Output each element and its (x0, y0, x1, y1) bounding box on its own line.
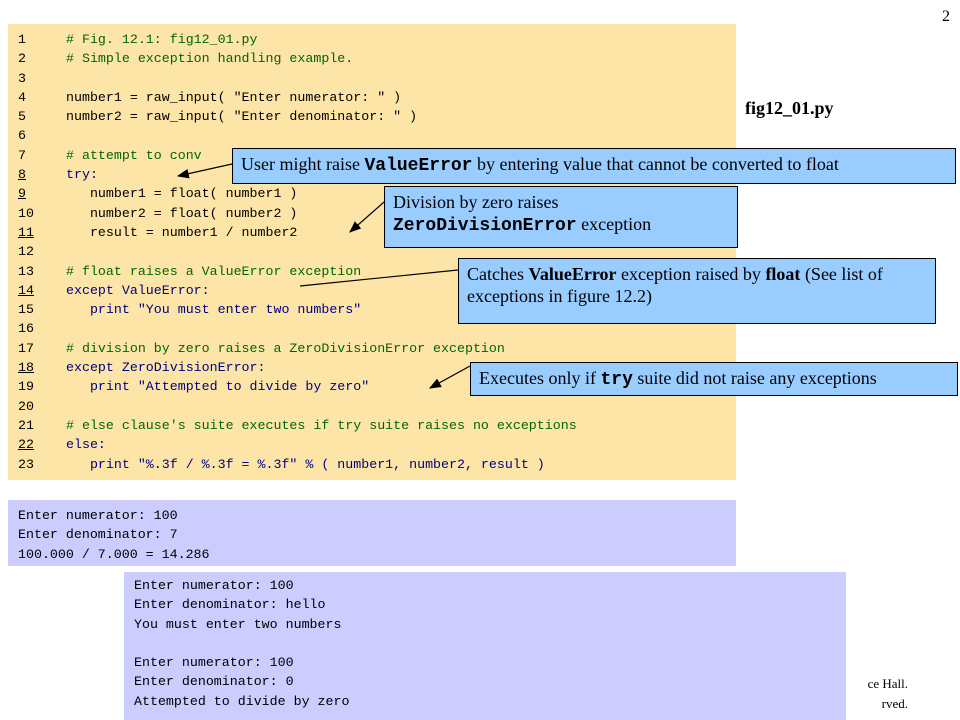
line-number: 2 (18, 51, 26, 67)
output-line: Enter denominator: 0 (134, 674, 294, 690)
code-text: print "Attempted to divide by zero" (66, 379, 370, 395)
code-text: number1 = float( number1 ) (66, 186, 298, 202)
code-listing: 1 # Fig. 12.1: fig12_01.py 2 # Simple excep… (8, 24, 736, 480)
line-number: 14 (18, 282, 34, 298)
code-line: 3 (18, 69, 577, 88)
line-number: 17 (18, 340, 34, 356)
callout-else: Executes only if try suite did not raise… (470, 362, 958, 396)
code-line: 14 except ValueError: (18, 281, 577, 300)
line-number: 16 (18, 321, 34, 337)
copyright-line-2: rved. (881, 696, 908, 711)
code-text: except ValueError: (66, 282, 210, 298)
code-line: 6 (18, 126, 577, 145)
code-text: # attempt to conv (66, 147, 202, 163)
output-line: 100.000 / 7.000 = 14.286 (18, 546, 210, 562)
code-text: number2 = raw_input( "Enter denominator:… (66, 109, 418, 125)
code-text: # float raises a ValueError exception (66, 263, 362, 279)
line-number: 3 (18, 70, 26, 86)
line-number: 11 (18, 224, 34, 240)
code-text: print "%.3f / %.3f = %.3f" % ( number1, … (66, 456, 545, 472)
line-number: 20 (18, 398, 34, 414)
filename-label: fig12_01.py (745, 98, 834, 118)
line-number: 18 (18, 360, 34, 376)
line-number: 6 (18, 128, 26, 144)
code-line: 20 (18, 397, 577, 416)
code-text: # division by zero raises a ZeroDivision… (66, 340, 505, 356)
line-number: 13 (18, 263, 34, 279)
output-line: Enter numerator: 100 (18, 508, 178, 523)
callout-valueerror: User might raise ValueError by entering … (232, 148, 956, 184)
code-line: 10 number2 = float( number2 ) (18, 204, 577, 223)
line-number: 9 (18, 186, 26, 202)
code-text: print "You must enter two numbers" (66, 302, 362, 318)
code-line: 19 print "Attempted to divide by zero" (18, 377, 577, 396)
line-number: 12 (18, 244, 34, 260)
code-line: 15 print "You must enter two numbers" (18, 300, 577, 319)
code-line: 4 number1 = raw_input( "Enter numerator: … (18, 88, 577, 107)
code-line: 11 result = number1 / number2 (18, 223, 577, 242)
arrow-zerodivision (349, 201, 385, 233)
code-text: number2 = float( number2 ) (66, 205, 298, 221)
code-text: else: (66, 437, 106, 453)
code-lines: 1 # Fig. 12.1: fig12_01.py 2 # Simple excep… (18, 30, 577, 474)
code-line: 21 # else clause's suite executes if try … (18, 416, 577, 435)
line-number: 5 (18, 109, 26, 125)
callout-zerodivision: Division by zero raises ZeroDivisionErro… (384, 186, 738, 248)
callout-catches: Catches ValueError exception raised by f… (458, 258, 936, 324)
line-number: 22 (18, 437, 34, 453)
line-number: 10 (18, 205, 34, 221)
code-line: 13 # float raises a ValueError exception (18, 262, 577, 281)
code-text: # Simple exception handling example. (66, 51, 354, 67)
code-text: # else clause's suite executes if try su… (66, 417, 577, 433)
code-line: 18 except ZeroDivisionError: (18, 358, 577, 377)
page-number: 2 (942, 8, 950, 25)
output-line: Attempted to divide by zero (134, 693, 350, 709)
code-line: 22 else: (18, 435, 577, 454)
output-line: You must enter two numbers (134, 616, 342, 632)
code-line: 7 # attempt to conv (18, 146, 577, 165)
code-text: result = number1 / number2 (66, 224, 298, 240)
code-text: except ZeroDivisionError: (66, 360, 266, 376)
code-line: 12 (18, 242, 577, 261)
copyright-line-1: ce Hall. (867, 676, 908, 691)
code-line: 5 number2 = raw_input( "Enter denominator… (18, 107, 577, 126)
code-line: 17 # division by zero raises a ZeroDivisi… (18, 339, 577, 358)
line-number: 1 (18, 32, 26, 47)
line-number: 21 (18, 417, 34, 433)
arrow-valueerror (176, 163, 233, 179)
output-line: Enter denominator: hello (134, 597, 326, 613)
code-line: 16 (18, 319, 577, 338)
code-line: 23 print "%.3f / %.3f = %.3f" % ( number… (18, 455, 577, 474)
code-text: try: (66, 167, 98, 183)
output-line: Enter numerator: 100 (134, 578, 294, 593)
output-line: Enter numerator: 100 (134, 655, 294, 671)
line-number: 4 (18, 89, 26, 105)
line-number: 7 (18, 147, 26, 163)
line-number: 23 (18, 456, 34, 472)
code-line: 9 number1 = float( number1 ) (18, 184, 577, 203)
line-number: 8 (18, 167, 26, 183)
line-number: 19 (18, 379, 34, 395)
arrow-else (428, 365, 471, 389)
line-number: 15 (18, 302, 34, 318)
output-line: Enter denominator: 7 (18, 527, 178, 543)
code-text: number1 = raw_input( "Enter numerator: "… (66, 89, 402, 105)
arrow-catches (299, 269, 459, 287)
code-text: # Fig. 12.1: fig12_01.py (66, 32, 258, 47)
code-line: 8 try: (18, 165, 577, 184)
code-line: 2 # Simple exception handling example. (18, 49, 577, 68)
code-line: 1 # Fig. 12.1: fig12_01.py (18, 30, 577, 49)
